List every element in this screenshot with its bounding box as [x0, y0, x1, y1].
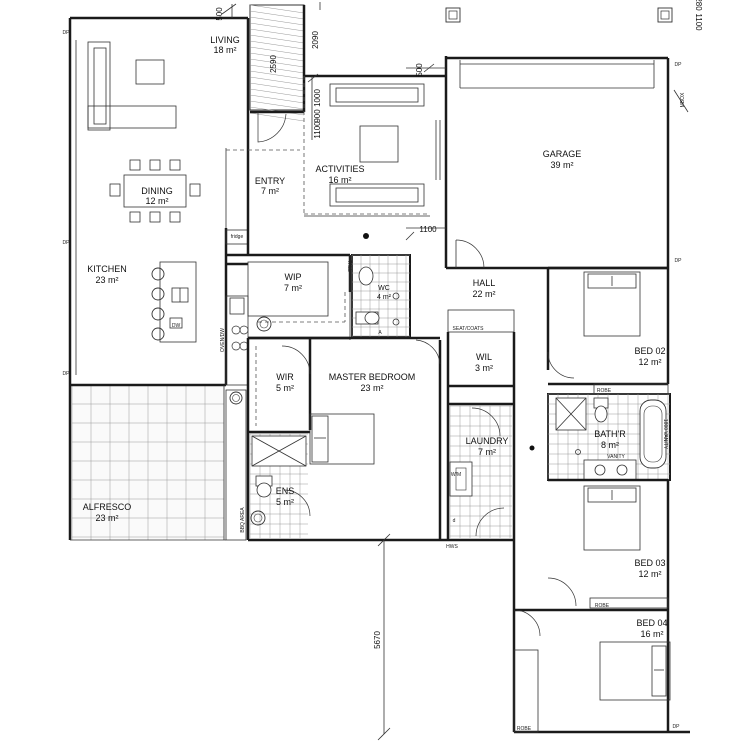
- room-kitchen-name: KITCHEN: [87, 264, 127, 274]
- room-bed04-name: BED 04: [636, 618, 667, 628]
- room-activities-area: 16 m²: [328, 175, 351, 185]
- laundry-a-label: A: [378, 330, 382, 336]
- tall-label: TALL: [346, 260, 352, 272]
- dw-label: DW: [172, 323, 181, 329]
- room-bed03-name: BED 03: [634, 558, 665, 568]
- top-dims: [221, 2, 321, 18]
- dimension-lines: [307, 63, 446, 741]
- room-master-area: 23 m²: [360, 383, 383, 393]
- vanity-label: VANITY: [607, 454, 625, 460]
- room-bathr-name: BATH'R: [594, 429, 626, 439]
- dp-6: DP: [673, 724, 681, 730]
- dp-5: DP: [675, 258, 683, 264]
- hall-zone: [415, 239, 575, 540]
- room-bed04-area: 16 m²: [640, 629, 663, 639]
- bbq-label: BBQ AREA: [240, 507, 246, 533]
- robe-3-label: ROBE: [517, 726, 532, 732]
- dim-900: 900: [313, 109, 322, 123]
- room-wir-name: WIR: [276, 372, 294, 382]
- room-hall-name: HALL: [473, 278, 496, 288]
- room-kitchen-area: 23 m²: [95, 275, 118, 285]
- dim-2090: 2090: [311, 31, 320, 49]
- alfresco-border: [68, 385, 226, 541]
- room-wir-area: 5 m²: [276, 383, 294, 393]
- room-wip-name: WIP: [285, 272, 302, 282]
- dp-1: DP: [63, 30, 71, 36]
- oven-label: OVEN/DW: [220, 328, 226, 352]
- room-entry-area: 7 m²: [261, 186, 279, 196]
- bed03-zone: [514, 478, 670, 612]
- dp-2: DP: [63, 240, 71, 246]
- room-bathr-area: 8 m²: [601, 440, 619, 450]
- room-wc-name: WC: [378, 285, 390, 292]
- room-bed02-name: BED 02: [634, 346, 665, 356]
- room-master-name: MASTER BEDROOM: [329, 372, 416, 382]
- dim-5670: 5670: [373, 631, 382, 649]
- laundry-wm-label: W/M: [451, 472, 461, 478]
- room-laundry-name: LAUNDRY: [466, 436, 509, 446]
- master-zone: [225, 336, 448, 542]
- room-laundry-area: 7 m²: [478, 447, 496, 457]
- laundry-d-label: d: [453, 518, 456, 524]
- entry-porch: [249, 4, 306, 122]
- room-entry-name: ENTRY: [255, 176, 285, 186]
- room-wip-area: 7 m²: [284, 283, 302, 293]
- room-bed03-area: 12 m²: [638, 569, 661, 579]
- bathroom-zone: [547, 393, 671, 481]
- room-dining-name: DINING: [141, 186, 173, 196]
- room-ens-name: ENS: [276, 486, 295, 496]
- room-alfresco-name: ALFRESCO: [83, 502, 132, 512]
- dim-280: 280: [694, 0, 703, 11]
- robe-1-label: ROBE: [597, 388, 612, 394]
- room-living-area: 18 m²: [213, 45, 236, 55]
- room-bed02-area: 12 m²: [638, 357, 661, 367]
- seat-coats-label: SEAT/COATS: [453, 326, 485, 332]
- room-wil-name: WIL: [476, 352, 492, 362]
- dim-1100: 1100: [419, 225, 437, 234]
- room-hall-area: 22 m²: [472, 289, 495, 299]
- robe-2-label: ROBE: [595, 603, 610, 609]
- bath-vanity-label: 1800 VANITY: [662, 419, 668, 450]
- dim-1100-side: 1100: [313, 121, 322, 139]
- dim-2590: 2590: [269, 55, 278, 73]
- dim-1100-corner: 1100: [694, 13, 703, 31]
- dp-3: DP: [63, 371, 71, 377]
- bed04-zone: [512, 609, 690, 734]
- room-garage-area: 39 m²: [550, 160, 573, 170]
- mbox-label: MBOX: [680, 92, 686, 107]
- hws-label: HWS: [446, 544, 458, 550]
- room-alfresco-area: 23 m²: [95, 513, 118, 523]
- dim-500-right: 500: [415, 63, 424, 77]
- room-activities-name: ACTIVITIES: [315, 164, 364, 174]
- room-living-name: LIVING: [210, 35, 240, 45]
- fridge-label: fridge: [231, 234, 244, 240]
- bed02-zone: [548, 266, 670, 395]
- room-ens-area: 5 m²: [276, 497, 294, 507]
- wip-wc-zone: [226, 233, 411, 340]
- room-wc-area: 4 m²: [377, 294, 392, 301]
- dim-1000: 1000: [313, 89, 322, 107]
- room-wil-area: 3 m²: [475, 363, 493, 373]
- top-markers: [445, 7, 673, 23]
- laundry-zone: [446, 332, 516, 610]
- entry-activities-zone: [246, 56, 448, 268]
- dim-500-top: 500: [215, 7, 224, 21]
- room-dining-area: 12 m²: [145, 196, 168, 206]
- room-garage-name: GARAGE: [543, 149, 582, 159]
- dp-4: DP: [675, 62, 683, 68]
